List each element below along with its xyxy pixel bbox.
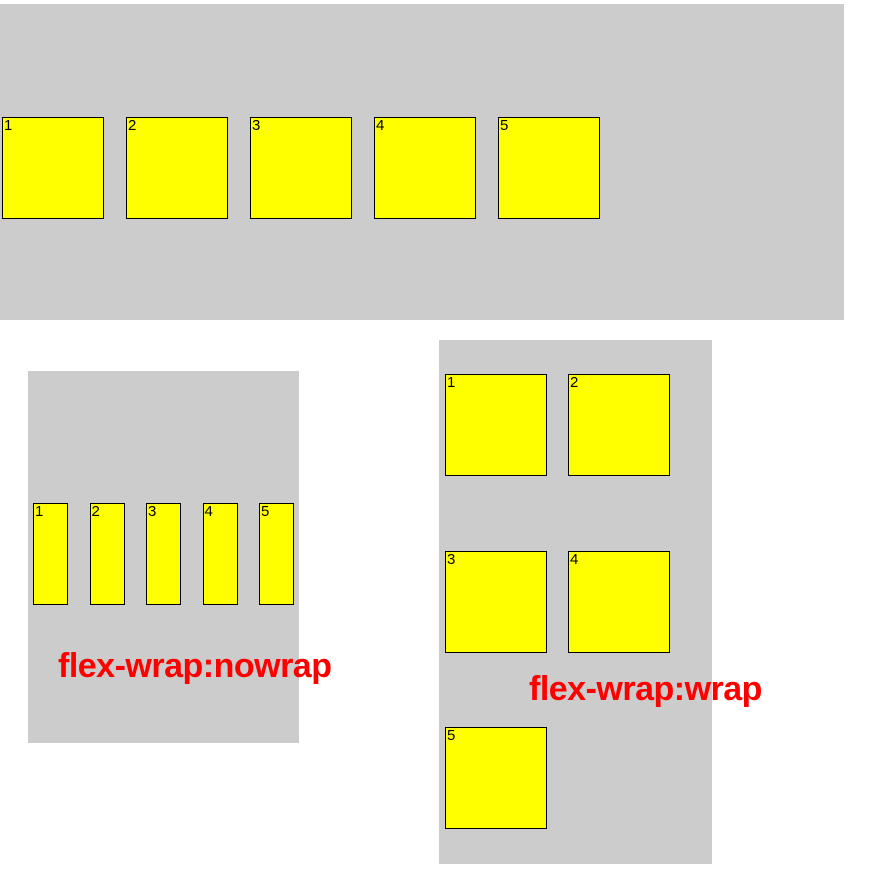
flex-row: 3 4	[445, 551, 670, 653]
flex-item-box: 1	[33, 503, 68, 605]
flex-row: 1 2 3 4 5	[33, 503, 294, 605]
flex-item-box: 3	[445, 551, 547, 653]
flex-wrap-nowrap-label: flex-wrap:nowrap	[58, 647, 332, 685]
flex-item-box: 1	[445, 374, 547, 476]
flex-item-box: 2	[568, 374, 670, 476]
flex-item-box: 4	[374, 117, 476, 219]
flex-container-wrap: 1 2 3 4 5 flex-wrap:wrap	[439, 340, 762, 864]
flex-container-default: 1 2 3 4 5	[0, 4, 844, 320]
flex-item-box: 2	[89, 503, 125, 605]
flex-row: 1 2 3 4 5	[2, 117, 600, 219]
flex-row: 5	[445, 727, 547, 829]
flex-item-box: 3	[250, 117, 352, 219]
flex-item-box: 5	[445, 727, 547, 829]
flex-item-box: 1	[2, 117, 104, 219]
flex-row: 1 2	[445, 374, 670, 476]
flex-item-box: 3	[146, 503, 181, 605]
flex-container-nowrap: 1 2 3 4 5 flex-wrap:nowrap	[28, 371, 332, 743]
flex-item-box: 2	[126, 117, 228, 219]
flex-item-box: 4	[202, 503, 238, 605]
flex-item-box: 5	[259, 503, 294, 605]
flex-wrap-wrap-label: flex-wrap:wrap	[529, 670, 762, 708]
flex-item-box: 4	[568, 551, 670, 653]
flex-item-box: 5	[498, 117, 600, 219]
